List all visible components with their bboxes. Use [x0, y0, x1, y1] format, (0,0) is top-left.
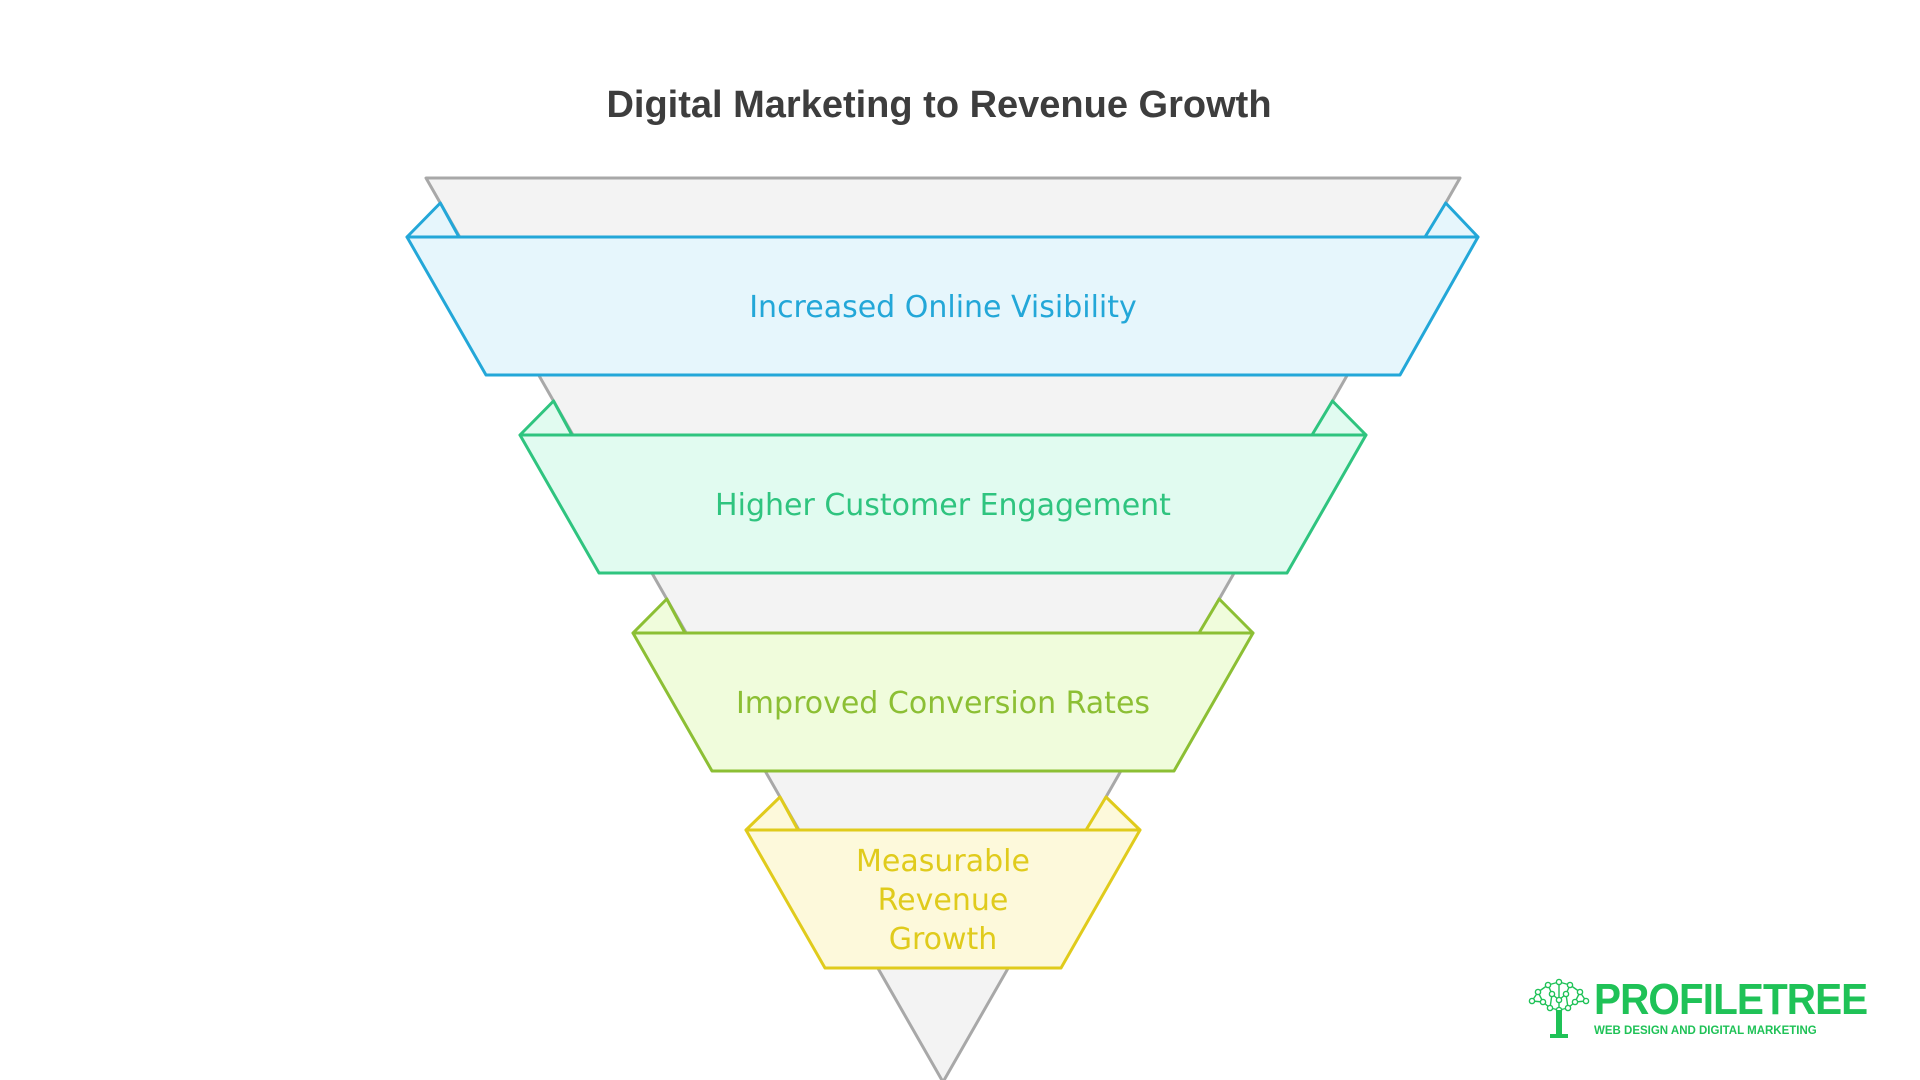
logo-node	[1576, 988, 1584, 996]
stage-label-line: Revenue	[878, 883, 1009, 918]
logo-node	[1582, 997, 1590, 1005]
logo-node	[1555, 978, 1563, 986]
logo-tagline: WEB DESIGN AND DIGITAL MARKETING	[1594, 1025, 1817, 1037]
stage-label-line: Higher Customer Engagement	[715, 488, 1171, 523]
stage-label-line: Improved Conversion Rates	[736, 686, 1150, 721]
stage-label-line: Growth	[889, 922, 998, 957]
stage-band	[405, 235, 1480, 377]
logo-node	[1548, 990, 1556, 998]
profiletree-logo: PROFILETREE WEB DESIGN AND DIGITAL MARKE…	[1528, 976, 1868, 1040]
stage-label-line: Measurable	[856, 844, 1030, 879]
logo-node	[1546, 1004, 1554, 1012]
stage-band	[631, 631, 1255, 773]
logo-node	[1539, 998, 1547, 1006]
logo-wordmark: PROFILETREE	[1594, 975, 1868, 1024]
logo-node	[1534, 988, 1542, 996]
logo-trunk	[1556, 1010, 1562, 1036]
diagram-title: Digital Marketing to Revenue Growth	[606, 84, 1272, 126]
funnel-stage-2: Higher Customer Engagement	[518, 399, 1368, 575]
tree-network-icon	[1528, 978, 1590, 1038]
logo-node	[1544, 981, 1552, 989]
logo-node	[1571, 998, 1579, 1006]
logo-node	[1566, 981, 1574, 989]
logo-trunk-base	[1550, 1034, 1568, 1038]
logo-node	[1564, 1004, 1572, 1012]
stage-band	[744, 828, 1142, 970]
funnel-stage-1: Increased Online Visibility	[405, 201, 1480, 377]
funnel-stage-3: Improved Conversion Rates	[631, 597, 1255, 773]
stage-label-line: Increased Online Visibility	[749, 290, 1137, 325]
stage-band	[518, 433, 1368, 575]
logo-node	[1555, 996, 1563, 1004]
logo-node	[1528, 997, 1536, 1005]
logo-node	[1562, 990, 1570, 998]
